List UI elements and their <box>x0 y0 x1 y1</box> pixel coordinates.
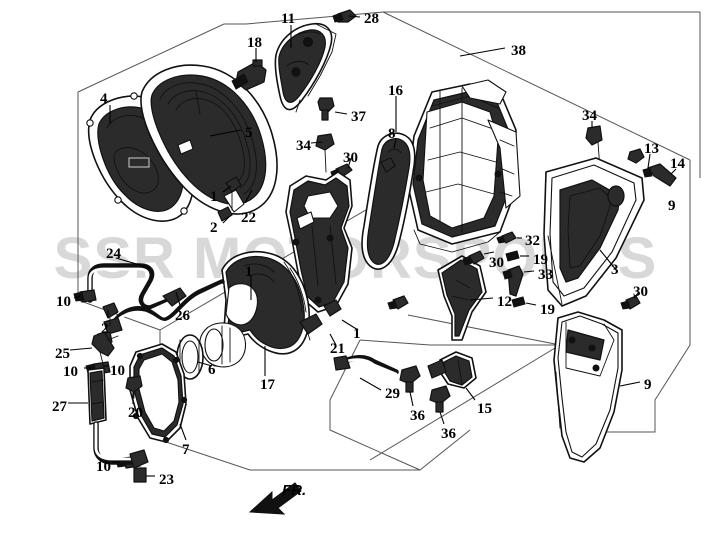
callout-14: 14 <box>670 156 685 172</box>
callout-33: 33 <box>538 267 553 283</box>
part-14-bolt <box>642 163 677 187</box>
callout-1-b: 1 <box>245 264 253 280</box>
callout-30-mid: 30 <box>489 255 504 271</box>
callout-9-small: 9 <box>668 198 676 214</box>
callout-21: 21 <box>330 341 345 357</box>
part-30-right-screw <box>620 295 641 310</box>
part-8-seal-gasket <box>361 132 416 270</box>
part-19-washer-bot <box>511 296 526 308</box>
part-36-bolt-a <box>399 365 421 393</box>
part-26-tube <box>103 279 225 335</box>
callout-12: 12 <box>497 294 512 310</box>
part-18-clamp <box>231 59 267 91</box>
callout-2-b: 2 <box>101 321 109 337</box>
callout-2-a: 2 <box>210 220 218 236</box>
callout-19-bot: 19 <box>540 302 555 318</box>
part-23-lower-hose <box>93 421 149 483</box>
part-12-bracket <box>437 255 487 341</box>
callout-4: 4 <box>100 91 108 107</box>
part-33-bolt <box>502 265 524 297</box>
callout-10-b: 10 <box>110 363 125 379</box>
callout-25: 25 <box>55 346 70 362</box>
part-30-under-case <box>387 295 409 310</box>
part-22-tube <box>223 189 245 213</box>
part-20-grommet <box>125 375 143 399</box>
leader-lines <box>68 15 677 477</box>
group-outline-lower-right <box>329 339 561 471</box>
part-8-gasket-plate <box>285 171 353 313</box>
part-21-fitting <box>299 299 342 341</box>
callout-3: 3 <box>611 262 619 278</box>
callout-32: 32 <box>525 233 540 249</box>
part-25-joint <box>91 331 119 369</box>
part-3-side-cover <box>543 157 645 307</box>
callout-36-a: 36 <box>410 408 425 424</box>
front-direction-arrow <box>248 482 302 515</box>
callout-27: 27 <box>52 399 67 415</box>
part-7-gasket <box>129 343 188 444</box>
callout-23: 23 <box>159 472 174 488</box>
part-19-washer-top <box>505 250 520 262</box>
part-36-bolt-b <box>429 385 451 413</box>
callout-9: 9 <box>644 377 652 393</box>
part-29-drain-tube <box>333 355 399 376</box>
part-34-left-collar <box>315 133 335 173</box>
callout-20: 20 <box>128 405 143 421</box>
callout-10-c: 10 <box>63 364 78 380</box>
callout-37: 37 <box>351 109 366 125</box>
callout-15: 15 <box>477 401 492 417</box>
callout-10-d: 10 <box>96 459 111 475</box>
front-marker-label: FR. <box>282 482 307 499</box>
callout-1-c: 1 <box>353 326 361 342</box>
part-17-connecting-tube <box>199 250 310 368</box>
callout-6: 6 <box>208 362 216 378</box>
callout-17: 17 <box>260 377 275 393</box>
part-32-screw <box>496 231 517 244</box>
callout-13: 13 <box>644 141 659 157</box>
callout-7: 7 <box>182 442 190 458</box>
part-2-joints <box>102 176 242 327</box>
part-13-nut <box>627 148 645 164</box>
callout-34-left: 34 <box>296 138 311 154</box>
callout-16: 16 <box>388 83 403 99</box>
part-9-fender-guard <box>553 311 623 463</box>
callout-24: 24 <box>106 246 121 262</box>
callout-8: 8 <box>388 126 396 142</box>
callout-10-a: 10 <box>56 294 71 310</box>
part-28-bolt <box>332 9 357 23</box>
callout-38: 38 <box>511 43 526 59</box>
callout-19-top: 19 <box>533 252 548 268</box>
callout-29: 29 <box>385 386 400 402</box>
callout-30-right: 30 <box>633 284 648 300</box>
part-8-small-fitting <box>380 157 396 173</box>
callout-28: 28 <box>364 11 379 27</box>
callout-36-b: 36 <box>441 426 456 442</box>
callout-5: 5 <box>245 125 253 141</box>
callout-18: 18 <box>247 35 262 51</box>
callout-30-top: 30 <box>343 150 358 166</box>
part-37-nut <box>317 97 335 121</box>
part-30-mid-screw <box>462 250 485 266</box>
part-27-separator <box>87 367 107 425</box>
callout-34-right: 34 <box>582 108 597 124</box>
part-5-air-cleaner-element <box>140 64 278 215</box>
callout-1-a: 1 <box>210 189 218 205</box>
part-6-clamp-ring <box>176 334 204 380</box>
part-15-stay <box>427 351 477 389</box>
callout-11: 11 <box>281 11 296 27</box>
part-24-breather-tube <box>87 263 187 313</box>
callout-22: 22 <box>241 210 256 226</box>
part-16-air-cleaner-case <box>407 79 521 253</box>
part-11-air-duct <box>274 22 337 113</box>
callout-26: 26 <box>175 308 190 324</box>
